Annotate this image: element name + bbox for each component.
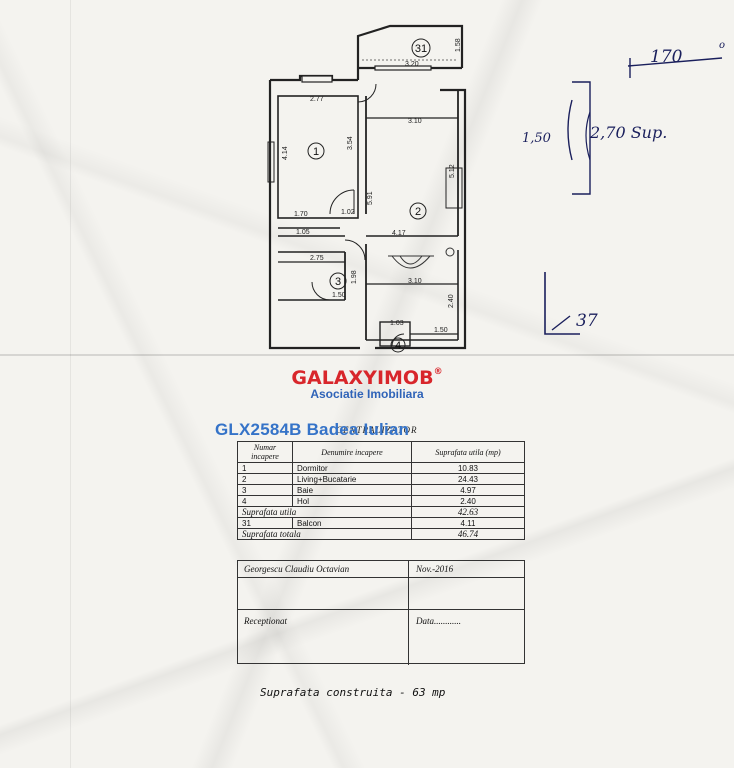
room-area: 2.40 xyxy=(411,495,525,507)
author-name: Georgescu Claudiu Octavian xyxy=(244,564,350,574)
room-no: 3 xyxy=(237,484,293,496)
useful-area-label: Suprafata utila xyxy=(237,506,412,518)
dim-label: 3.20 xyxy=(405,61,419,68)
handwritten-degree: o xyxy=(719,40,725,51)
useful-area-row: Suprafata utila 42.63 xyxy=(237,506,525,518)
room-3-marker xyxy=(329,272,347,290)
room-no: 2 xyxy=(237,473,293,485)
dim-label: 1.05 xyxy=(296,229,310,236)
header-useful-area: Suprafata utila (mp) xyxy=(411,441,525,463)
room-name: Dormitor xyxy=(292,462,412,474)
room-no: 4 xyxy=(237,495,293,507)
table-header-row: Numar incapere Denumire incapere Suprafa… xyxy=(237,441,525,463)
balcony-area: 4.11 xyxy=(411,517,525,529)
handwritten-side-right: 2,70 Sup. xyxy=(589,123,667,142)
room-name: Baie xyxy=(292,484,412,496)
total-area-value: 46.74 xyxy=(411,528,525,540)
handwritten-lower-right: 37 xyxy=(576,311,598,331)
dim-label: 5.91 xyxy=(367,191,374,205)
dim-label: 1.98 xyxy=(351,270,358,284)
dim-label: 2.77 xyxy=(310,96,324,103)
listing-id-watermark: GLX2584B Badea Iulian xyxy=(215,420,410,439)
kitchen-sink-icon xyxy=(388,247,455,269)
area-table: Numar incapere Denumire incapere Suprafa… xyxy=(237,441,525,540)
balcony-row: 31 Balcon 4.11 xyxy=(237,517,525,529)
room-4-marker xyxy=(390,337,406,353)
sig-divider xyxy=(238,609,524,610)
room-area: 10.83 xyxy=(411,462,525,474)
galaxyimob-logo: GALAXYIMOB® Asociatie Imobiliara xyxy=(272,367,462,401)
signature-block: Georgescu Claudiu Octavian Nov.-2016 Rec… xyxy=(237,560,525,665)
table-row: 1 Dormitor 10.83 xyxy=(237,462,525,474)
brand-name: GALAXYIMOB® xyxy=(291,367,443,389)
plan-walls xyxy=(267,24,467,350)
dim-label: 1.03 xyxy=(390,320,404,327)
balcony-no: 31 xyxy=(237,517,293,529)
dim-label: 5.12 xyxy=(449,164,456,178)
total-area-row: Suprafata totala 46.74 xyxy=(237,528,525,540)
dim-label: 1.58 xyxy=(455,38,462,52)
brand-tagline: Asociatie Imobiliara xyxy=(310,387,424,401)
dim-label: 2.75 xyxy=(310,255,324,262)
header-room-name: Denumire incapere xyxy=(292,441,412,463)
balcony-name: Balcon xyxy=(292,517,412,529)
dimension-labels: 2.77 4.14 3.54 3.10 3.20 1.58 5.12 1.70 … xyxy=(282,38,462,334)
room-area: 4.97 xyxy=(411,484,525,496)
room-name: Hol xyxy=(292,495,412,507)
dim-label: 1.70 xyxy=(294,211,308,218)
dim-label: 3.10 xyxy=(408,118,422,125)
handwritten-notes: 170 o 1,50 2,70 Sup. 37 xyxy=(522,40,725,335)
date-label: Data............ xyxy=(416,616,461,626)
room-1-marker xyxy=(307,142,325,160)
total-area-label: Suprafata totala xyxy=(237,528,412,540)
room-3-number: 3 xyxy=(335,276,341,288)
sig-row-author xyxy=(238,561,524,578)
handwritten-top-right: 170 xyxy=(650,47,683,67)
dim-label: 4.14 xyxy=(282,146,289,160)
table-title: CENTRALIZATOR xyxy=(336,425,418,435)
paper-fold-horizontal xyxy=(0,354,734,356)
room-31-number: 31 xyxy=(415,43,427,55)
room-no: 1 xyxy=(237,462,293,474)
dim-label: 4.17 xyxy=(392,230,406,237)
author-date: Nov.-2016 xyxy=(416,564,454,574)
table-row: 3 Baie 4.97 xyxy=(237,484,525,496)
useful-area-value: 42.63 xyxy=(411,506,525,518)
registered-mark: ® xyxy=(433,367,443,377)
dim-label: 1.02 xyxy=(341,209,355,216)
dim-label: 1.50 xyxy=(434,327,448,334)
received-label: Receptionat xyxy=(244,616,287,626)
dim-label: 2.40 xyxy=(448,294,455,308)
handwritten-side-left: 1,50 xyxy=(522,131,551,146)
sig-column-divider xyxy=(408,561,409,665)
paper-fold-vertical xyxy=(70,0,71,768)
room-2-marker xyxy=(409,202,427,220)
built-area-note: Suprafata construita - 63 mp xyxy=(260,686,446,699)
room-labels: 1 2 3 4 31 xyxy=(307,38,431,353)
room-4-number: 4 xyxy=(395,340,401,352)
dim-label: 1.50 xyxy=(332,292,346,299)
header-room-number: Numar incapere xyxy=(237,441,293,463)
room-name: Living+Bucatarie xyxy=(292,473,412,485)
room-area: 24.43 xyxy=(411,473,525,485)
room-2-number: 2 xyxy=(415,206,421,218)
dim-label: 3.54 xyxy=(347,136,354,150)
room-31-marker xyxy=(411,38,431,58)
dim-label: 3.10 xyxy=(408,278,422,285)
table-row: 4 Hol 2.40 xyxy=(237,495,525,507)
table-row: 2 Living+Bucatarie 24.43 xyxy=(237,473,525,485)
room-1-number: 1 xyxy=(313,146,319,158)
door-arcs xyxy=(311,83,405,347)
